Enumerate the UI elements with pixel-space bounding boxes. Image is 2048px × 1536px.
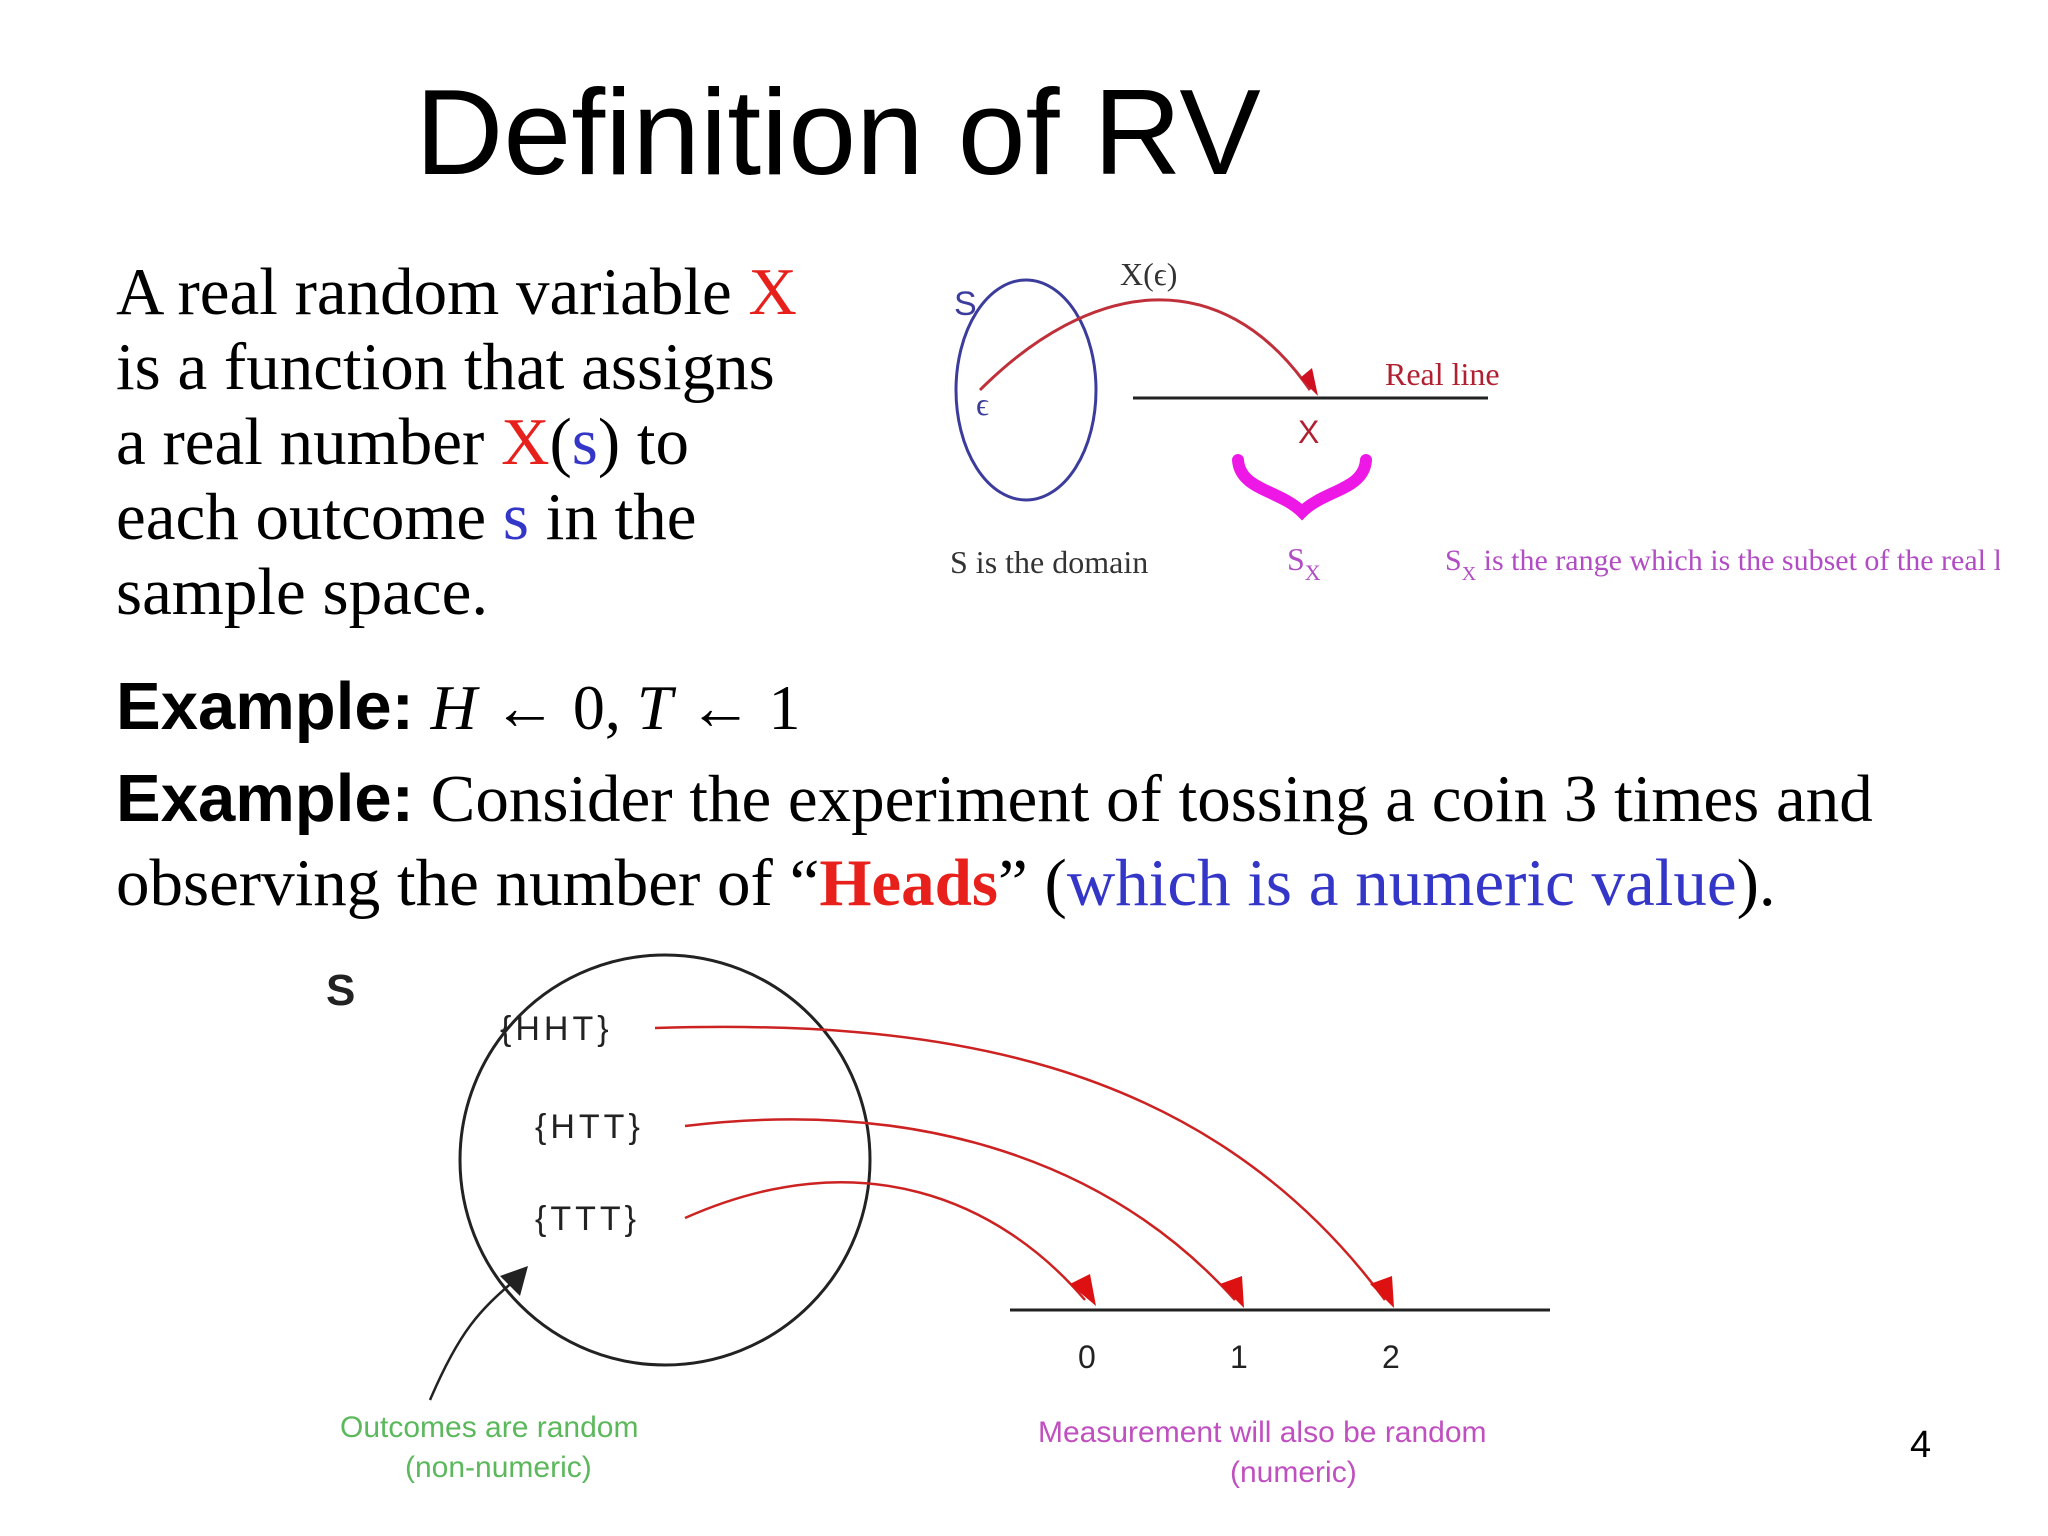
range-symbol-s: S bbox=[1287, 541, 1305, 577]
outcome-ttt: {TTT} bbox=[535, 1200, 640, 1238]
sample-space-label: S bbox=[326, 966, 355, 1015]
coin-toss-diagram: S {HHT} {HTT} {TTT} 0 1 2 Outcomes are r… bbox=[326, 953, 1550, 1489]
definition-line-2: is a function that assigns bbox=[116, 330, 775, 404]
mapping-label: X(ϵ) bbox=[1120, 256, 1177, 292]
right-caption-line-2: (numeric) bbox=[1230, 1456, 1357, 1489]
arrow-ttt-to-0 bbox=[684, 1181, 1086, 1301]
tick-1: 1 bbox=[1230, 1339, 1248, 1375]
arrowhead-1 bbox=[1220, 1276, 1244, 1308]
definition-text-part: in the bbox=[529, 480, 697, 554]
outcome-s: s bbox=[502, 480, 529, 554]
paren: ( bbox=[549, 405, 572, 479]
math-t: T bbox=[636, 672, 673, 743]
definition-text-part: each outcome bbox=[116, 480, 503, 554]
tick-0: 0 bbox=[1078, 1339, 1096, 1375]
example-2-line-2: observing the number of “Heads” (which i… bbox=[116, 842, 1996, 924]
mapping-arrow bbox=[978, 298, 1312, 392]
domain-set-label: S bbox=[954, 285, 977, 323]
point-x-label: X bbox=[1298, 414, 1319, 450]
definition-text-part: A real random variable bbox=[116, 255, 749, 329]
range-symbol: SX bbox=[1287, 541, 1321, 585]
example-2-label: Example: bbox=[116, 761, 414, 836]
arrow-htt-to-1 bbox=[684, 1118, 1236, 1301]
definition-line-3: a real number X(s) to bbox=[116, 405, 876, 480]
math-arrow-0: ← 0, bbox=[476, 672, 637, 743]
domain-caption: S is the domain bbox=[950, 544, 1148, 580]
left-caption-line-1: Outcomes are random bbox=[340, 1411, 638, 1444]
definition-line-5: sample space. bbox=[116, 555, 489, 629]
outcome-htt: {HTT} bbox=[535, 1108, 644, 1146]
range-brace bbox=[1232, 454, 1372, 521]
arrow-hht-to-2 bbox=[654, 1025, 1387, 1301]
sample-space-circle bbox=[458, 953, 872, 1367]
numeric-value-note: which is a numeric value bbox=[1066, 846, 1737, 920]
definition-text-part: a real number bbox=[116, 405, 502, 479]
pointer-arrowhead bbox=[500, 1266, 528, 1296]
outcome-epsilon: ϵ bbox=[976, 386, 989, 422]
arrowhead-0 bbox=[1070, 1274, 1096, 1306]
pointer-arrow bbox=[428, 1279, 516, 1401]
range-symbol-sub: X bbox=[1305, 560, 1321, 585]
example-1: Example: H ← 0, T ← 1 bbox=[116, 666, 1996, 749]
definition-text-part: ) to bbox=[597, 405, 690, 479]
domain-circle bbox=[954, 278, 1098, 502]
tick-2: 2 bbox=[1382, 1339, 1400, 1375]
left-caption-line-2: (non-numeric) bbox=[405, 1451, 592, 1484]
page-number: 4 bbox=[1910, 1424, 1932, 1466]
example-2-text: ” ( bbox=[998, 846, 1067, 920]
variable-x: X bbox=[748, 255, 797, 329]
mapping-arrowhead bbox=[1300, 368, 1318, 396]
math-arrow-1: ← 1 bbox=[672, 672, 801, 743]
right-caption-line-1: Measurement will also be random bbox=[1038, 1416, 1487, 1449]
outcome-s: s bbox=[571, 405, 598, 479]
example-1-label: Example: bbox=[116, 669, 414, 744]
variable-x: X bbox=[501, 405, 550, 479]
definition-line-4: each outcome s in the bbox=[116, 480, 876, 555]
slide-title: Definition of RV bbox=[415, 64, 1261, 200]
real-line-label: Real line bbox=[1385, 356, 1500, 392]
definition-line-1: A real random variable X bbox=[116, 255, 876, 330]
math-h: H bbox=[430, 672, 477, 743]
range-caption-sub: X bbox=[1462, 563, 1477, 585]
range-caption: SX is the range which is the subset of t… bbox=[1445, 544, 2000, 585]
heads-word: Heads bbox=[819, 846, 999, 920]
example-2-text: ). bbox=[1736, 846, 1776, 920]
rv-mapping-diagram: S ϵ X(ϵ) Real line X S is the domain SX … bbox=[950, 256, 2000, 585]
range-caption-s: S bbox=[1445, 544, 1462, 577]
example-2-line-1: Example: Consider the experiment of toss… bbox=[116, 758, 1996, 840]
outcome-hht: {HHT} bbox=[500, 1010, 613, 1048]
example-1-expression: H ← 0, T ← 1 bbox=[431, 672, 801, 743]
example-2-text: observing the number of “ bbox=[116, 846, 820, 920]
range-caption-rest: is the range which is the subset of the … bbox=[1476, 544, 2000, 577]
definition-text: A real random variable X is a function t… bbox=[116, 255, 876, 630]
example-2-text: Consider the experiment of tossing a coi… bbox=[413, 762, 1873, 836]
arrowhead-2 bbox=[1370, 1276, 1394, 1308]
